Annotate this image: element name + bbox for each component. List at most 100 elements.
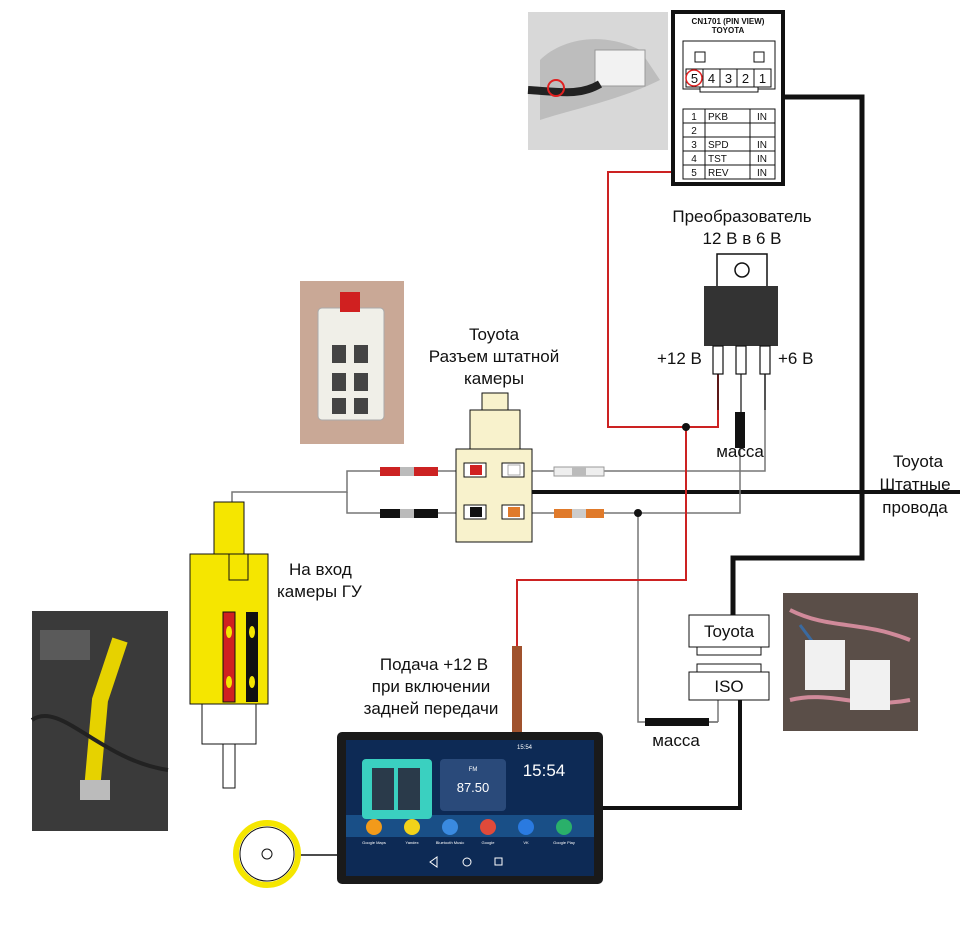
- radio-band: FM: [469, 767, 478, 773]
- toyota-wires-line2: Штатные: [879, 475, 950, 494]
- app-label: Google Play: [553, 840, 575, 845]
- plus12-feed-sleeve: [512, 646, 522, 738]
- hu-input-line1: На вход: [289, 560, 352, 579]
- adapter-toyota-skirt: [696, 647, 762, 656]
- pin-number: 5: [691, 71, 698, 86]
- clock-time: 15:54: [523, 761, 566, 780]
- white-inline-sleeve-band: [572, 467, 586, 476]
- converter-body: [704, 286, 778, 346]
- pin-row-number: 1: [691, 112, 697, 123]
- camera-connector-latch: [469, 409, 521, 451]
- rca-plug-collar: [201, 703, 257, 745]
- pin-row-direction: IN: [757, 154, 767, 165]
- pin-number: 1: [759, 71, 766, 86]
- junction-dot-red: [682, 423, 690, 431]
- converter-pin-left: [712, 345, 724, 375]
- rear-camera-lens: [261, 848, 273, 860]
- power-feed-label: Подача +12 В при включении задней переда…: [364, 655, 499, 718]
- adapter-iso-label: ISO: [714, 677, 743, 696]
- toyota-iso-adapter: Toyota ISO масса: [652, 614, 770, 750]
- toyota-wires-line3: провода: [882, 498, 948, 517]
- app-icon[interactable]: [442, 819, 458, 835]
- converter-plus12-label: +12 В: [657, 349, 702, 368]
- converter-title-line2: 12 В в 6 В: [703, 229, 782, 248]
- adapter-toyota-label: Toyota: [704, 622, 755, 641]
- photo-rca-plug: [30, 611, 169, 831]
- app-icon[interactable]: [480, 819, 496, 835]
- pin-row-direction: IN: [757, 140, 767, 151]
- orange-inline-sleeve-band: [572, 509, 586, 518]
- pin-cell: [753, 68, 772, 88]
- camera-connector: Toyota Разъем штатной камеры: [429, 325, 559, 543]
- app-icon[interactable]: [556, 819, 572, 835]
- hu-input-line2: камеры ГУ: [277, 582, 362, 601]
- app-label: Yandex: [405, 840, 418, 845]
- pin-row-name: REV: [708, 168, 729, 179]
- red-inline-sleeve-band: [400, 467, 414, 476]
- app-label: Bluetooth Music: [436, 840, 464, 845]
- app-label: Google Maps: [362, 840, 386, 845]
- converter-pin-right: [759, 345, 771, 375]
- pin-row-name: PKB: [708, 112, 728, 123]
- camera-connector-line2: Разъем штатной: [429, 347, 559, 366]
- pin-row-number: 5: [691, 168, 697, 179]
- pin-row-number: 2: [691, 126, 697, 137]
- pin-number: 2: [742, 71, 749, 86]
- toyota-wires-label: Toyota Штатные провода: [879, 452, 950, 517]
- app-icon[interactable]: [404, 819, 420, 835]
- camera-connector-top-tab: [481, 392, 509, 412]
- converter: Преобразователь 12 В в 6 В +12 В +6 В ма…: [657, 207, 813, 461]
- converter-tab: [716, 253, 768, 291]
- pin-5-highlight: [685, 69, 703, 87]
- rca-plug: На вход камеры ГУ: [189, 501, 362, 789]
- pin-number: 3: [725, 71, 732, 86]
- radio-widget: [440, 759, 506, 811]
- pin-table-frame: [682, 108, 776, 180]
- plus12-feed-red-wire: [516, 427, 687, 648]
- wires: [231, 94, 960, 856]
- converter-plus6-label: +6 В: [778, 349, 813, 368]
- converter-ground-label: масса: [716, 442, 764, 461]
- rca-black-contact: [246, 612, 258, 702]
- pin-row-number: 3: [691, 140, 697, 151]
- nav-back-icon[interactable]: [429, 856, 438, 868]
- pin-view-title: CN1701 (PIN VIEW): [692, 17, 765, 26]
- black-inline-sleeve-band: [400, 509, 414, 518]
- camera-connector-line3: камеры: [464, 369, 524, 388]
- rca-plug-tail: [213, 501, 245, 555]
- camera-connector-line1: Toyota: [469, 325, 520, 344]
- pin-view-subtitle: TOYOTA: [712, 26, 745, 35]
- photo-connector-top: [527, 12, 668, 150]
- rca-inner-lead: [228, 554, 249, 581]
- converter-tab-hole: [734, 262, 750, 278]
- adapter-iso-block: [688, 671, 770, 701]
- rca-plug-pin: [222, 743, 236, 789]
- converter-pin-mid: [735, 345, 747, 375]
- app-label: VK: [523, 840, 529, 845]
- power-feed-line3: задней передачи: [364, 699, 499, 718]
- junction-dot-ground: [634, 509, 642, 517]
- pin-row-number: 4: [691, 154, 697, 165]
- nav-recent-icon[interactable]: [494, 857, 503, 866]
- iso-ground-sleeve: [645, 718, 709, 726]
- converter-ground-sleeve: [735, 412, 745, 448]
- photo-camera-plug: [300, 281, 404, 444]
- rear-camera: [233, 820, 301, 888]
- status-bar-time: 15:54: [517, 745, 533, 751]
- nav-home-icon[interactable]: [462, 857, 472, 867]
- pin-row-direction: IN: [757, 112, 767, 123]
- adapter-toyota-block: [688, 614, 770, 648]
- app-icon[interactable]: [366, 819, 382, 835]
- adapter-iso-skirt: [696, 663, 762, 672]
- pin-number: 4: [708, 71, 715, 86]
- power-feed-line2: при включении: [372, 677, 491, 696]
- app-icon[interactable]: [518, 819, 534, 835]
- iso-to-headunit-wire: [602, 700, 742, 810]
- toyota-wires-line1: Toyota: [893, 452, 944, 471]
- converter-title-line1: Преобразователь: [672, 207, 811, 226]
- photo-harness: [783, 593, 918, 731]
- pin-row-direction: IN: [757, 168, 767, 179]
